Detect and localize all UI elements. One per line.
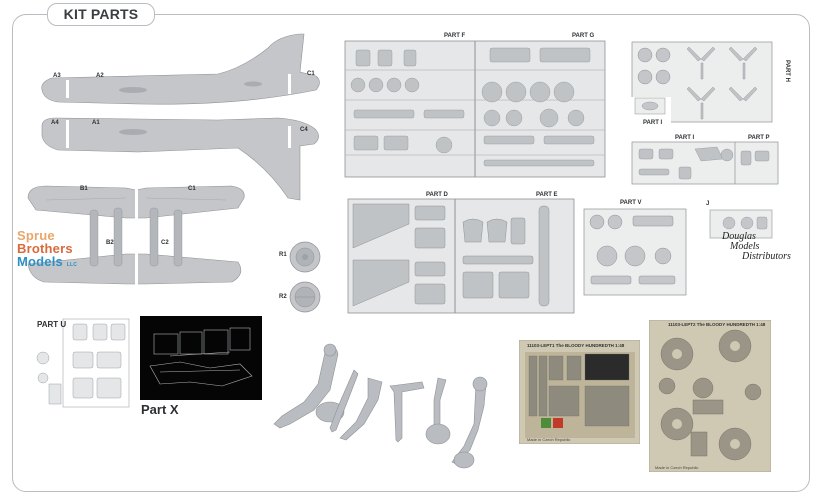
watermark-line2: Brothers <box>17 241 73 256</box>
label-part-h: PART H <box>783 60 790 82</box>
label-b1: B1 <box>80 186 88 192</box>
label-part-p: PART P <box>748 135 770 141</box>
wheel-parts <box>289 241 321 313</box>
label-part-j: J <box>706 201 710 207</box>
label-part-v: PART V <box>620 200 642 206</box>
landing-gear-parts <box>273 343 488 469</box>
photoetch-sheet-right <box>649 320 771 472</box>
photoetch-left-title: 11103-LEPT1 The BLOODY HUNDREDTH 1:48 <box>527 343 625 348</box>
label-c1-wing: C1 <box>188 186 196 192</box>
label-a4: A4 <box>51 120 59 126</box>
label-part-g: PART G <box>572 33 595 39</box>
label-c4: C4 <box>300 127 308 133</box>
sprue-d-e <box>347 198 575 314</box>
photoetch-left-footer: Made in Czech Republic <box>527 437 571 442</box>
label-part-x: Part X <box>141 402 179 417</box>
photoetch-right-footer: Made in Czech Republic <box>655 465 699 470</box>
sprue-i-small <box>634 97 666 115</box>
label-part-i: PART I <box>675 135 695 141</box>
sprue-v <box>583 208 687 296</box>
photoetch-right-title: 11103-LEPT2 The BLOODY HUNDREDTH 1:48 <box>668 322 766 327</box>
fuselage-half-upper <box>41 33 320 105</box>
distributor-line1: Douglas <box>722 231 756 242</box>
sprue-i-p <box>631 141 779 185</box>
label-b2: B2 <box>106 240 114 246</box>
fuselage-half-lower <box>41 117 319 201</box>
watermark: Sprue Brothers Models LLC <box>17 229 77 272</box>
sprue-j <box>709 209 773 239</box>
distributor-line3: Distributors <box>742 251 791 262</box>
label-a3: A3 <box>53 73 61 79</box>
label-part-e: PART E <box>536 192 558 198</box>
label-part-u: PART U <box>37 320 67 329</box>
sprue-u <box>36 318 130 408</box>
label-r1: R1 <box>279 252 287 258</box>
label-a2: A2 <box>96 73 104 79</box>
label-part-f: PART F <box>444 33 466 39</box>
kit-parts-frame <box>12 14 810 492</box>
label-c2: C2 <box>161 240 169 246</box>
part-x-image <box>140 316 262 400</box>
photoetch-sheet-left <box>519 340 640 444</box>
page-title: KIT PARTS <box>47 3 155 26</box>
distributor-line2: Models <box>730 241 760 252</box>
label-a1: A1 <box>92 120 100 126</box>
watermark-suffix: LLC <box>66 262 78 268</box>
label-part-d: PART D <box>426 192 448 198</box>
distributor-logo: Douglas Models Distributors <box>718 232 796 262</box>
wing-parts <box>27 184 245 288</box>
watermark-line1: Sprue <box>17 228 55 243</box>
watermark-line3: Models <box>17 254 63 269</box>
sprue-f-g <box>344 40 606 178</box>
label-r2: R2 <box>279 294 287 300</box>
label-part-i-small: PART I <box>643 120 663 126</box>
label-c1-fuselage: C1 <box>307 71 315 77</box>
